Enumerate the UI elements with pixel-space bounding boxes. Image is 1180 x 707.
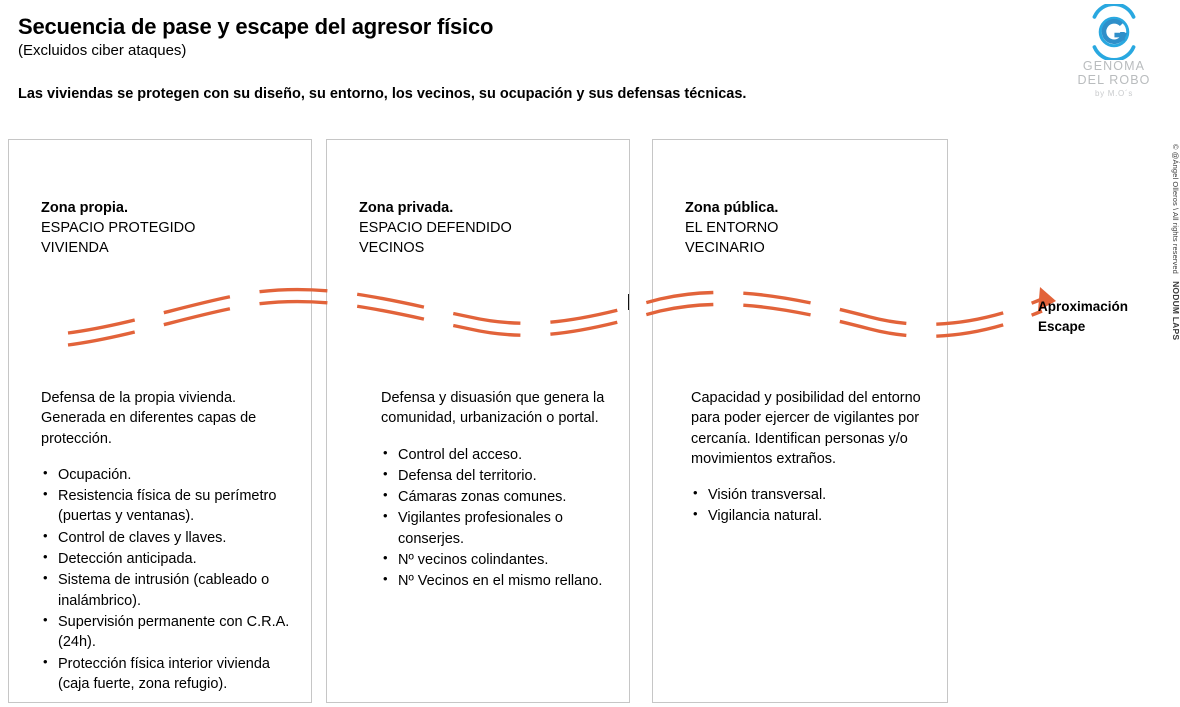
zone-subtitle-1: ESPACIO DEFENDIDO: [359, 220, 512, 236]
zone-bullet-list: Control del acceso. Defensa del territor…: [381, 444, 617, 592]
approach-label: Aproximación: [1038, 299, 1129, 314]
zone-subtitle-2: VIVIENDA: [41, 240, 109, 256]
list-item: Vigilantes profesionales o conserjes.: [381, 507, 617, 549]
zone-lead-text: Defensa y disuasión que genera la comuni…: [381, 390, 605, 427]
list-item: Cámaras zonas comunes.: [381, 486, 617, 507]
logo: GENOMA DEL ROBO by M.O´s: [1060, 4, 1168, 98]
list-item: Supervisión permanente con C.R.A. (24h).: [41, 611, 299, 653]
page-statement: Las viviendas se protegen con su diseño,…: [18, 86, 747, 103]
list-item: Vigilancia natural.: [691, 505, 935, 526]
list-item: Nº Vecinos en el mismo rellano.: [381, 570, 617, 591]
list-item: Defensa del territorio.: [381, 465, 617, 486]
escape-label-text: Escape: [1038, 318, 1086, 334]
copyright-credit: © @Ángel Olleros \ All rights reserved N…: [1171, 144, 1180, 394]
list-item: Ocupación.: [41, 464, 299, 485]
list-item: Detección anticipada.: [41, 548, 299, 569]
list-item: Sistema de intrusión (cableado o inalámb…: [41, 569, 299, 611]
zone-box-privada: Zona privada. ESPACIO DEFENDIDO VECINOS …: [326, 139, 630, 703]
header: Secuencia de pase y escape del agresor f…: [18, 14, 1038, 104]
logo-byline: by M.O´s: [1094, 89, 1134, 98]
page-subtitle: (Excluidos ciber ataques): [18, 42, 187, 60]
list-item: Control del acceso.: [381, 444, 617, 465]
list-item: Visión transversal.: [691, 484, 935, 505]
zone-lead-text: Defensa de la propia vivienda. Generada …: [41, 390, 257, 447]
logo-text-line-2: DEL ROBO: [1077, 72, 1151, 87]
list-item: Protección física interior vivienda (caj…: [41, 653, 299, 695]
list-item: Resistencia física de su perímetro (puer…: [41, 485, 299, 527]
zone-subtitle-1: EL ENTORNO: [685, 220, 779, 236]
zone-box-propia: Zona propia. ESPACIO PROTEGIDO VIVIENDA …: [8, 139, 312, 703]
zone-title: Zona propia.: [41, 200, 128, 216]
list-item: Control de claves y llaves.: [41, 527, 299, 548]
list-item: Nº vecinos colindantes.: [381, 549, 617, 570]
section-tick-mark: [628, 294, 629, 310]
zone-subtitle-2: VECINOS: [359, 240, 425, 256]
logo-text-line-1: GENOMA: [1082, 59, 1146, 73]
zone-heading: Zona privada. ESPACIO DEFENDIDO VECINOS: [359, 198, 619, 258]
zone-body: Capacidad y posibilidad del entorno para…: [691, 388, 935, 528]
copyright-text: © @Ángel Olleros \ All rights reserved: [1171, 144, 1180, 274]
zone-box-publica: Zona pública. EL ENTORNO VECINARIO Capac…: [652, 139, 948, 703]
zone-title: Zona privada.: [359, 200, 454, 216]
zone-body: Defensa y disuasión que genera la comuni…: [381, 388, 617, 593]
zone-bullet-list: Ocupación. Resistencia física de su perí…: [41, 464, 299, 695]
genoma-g-icon: [1092, 4, 1136, 60]
brand-name: NODUM LAPS: [1171, 281, 1180, 341]
zone-heading: Zona pública. EL ENTORNO VECINARIO: [685, 198, 937, 258]
zone-bullet-list: Visión transversal. Vigilancia natural.: [691, 484, 935, 527]
zone-lead-text: Capacidad y posibilidad del entorno para…: [691, 390, 921, 467]
page-title: Secuencia de pase y escape del agresor f…: [18, 14, 494, 39]
zone-title: Zona pública.: [685, 200, 779, 216]
zone-subtitle-2: VECINARIO: [685, 240, 765, 256]
zone-heading: Zona propia. ESPACIO PROTEGIDO VIVIENDA: [41, 198, 301, 258]
zone-subtitle-1: ESPACIO PROTEGIDO: [41, 220, 196, 236]
zone-body: Defensa de la propia vivienda. Generada …: [41, 388, 299, 695]
approach-escape-label: Aproximación Escape: [1038, 297, 1128, 336]
